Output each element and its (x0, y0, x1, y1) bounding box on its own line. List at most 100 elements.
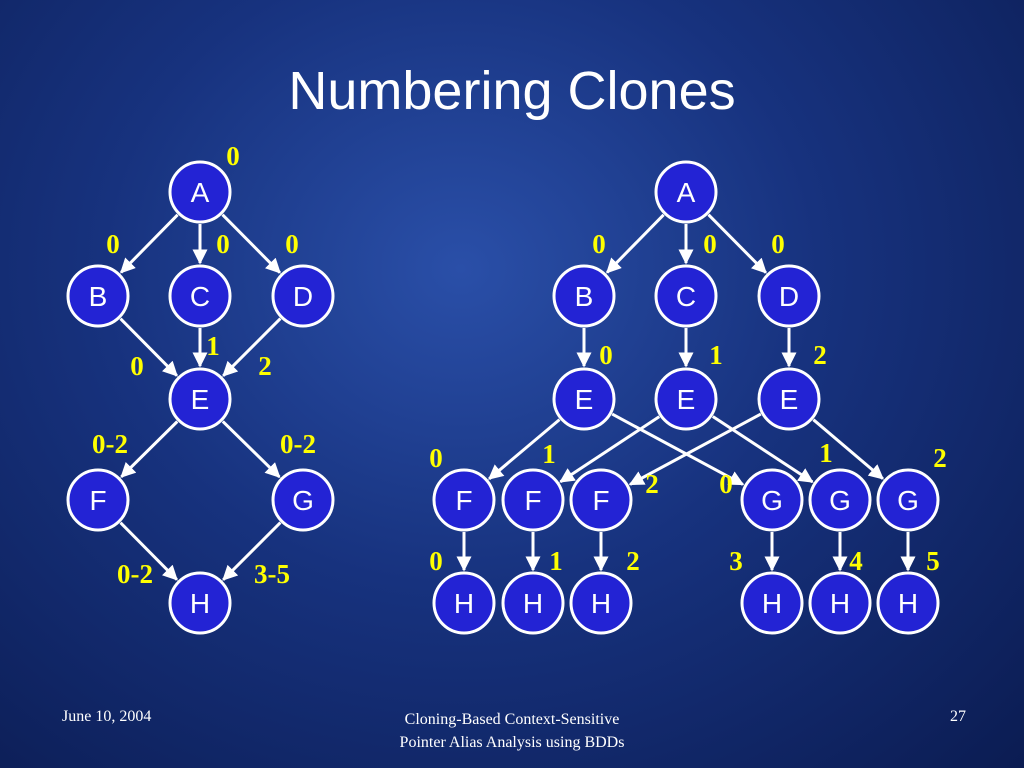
node-label: C (676, 281, 696, 312)
node-label: H (762, 588, 782, 619)
edge-e2-to-g2 (711, 415, 814, 484)
clone-number-label: 2 (626, 546, 640, 576)
node-f2: F (501, 468, 565, 532)
node-circle (876, 571, 940, 635)
clone-number-label: 1 (819, 438, 833, 468)
node-circle (740, 468, 804, 532)
clone-number-label: 1 (709, 340, 723, 370)
node-f1: F (432, 468, 496, 532)
node-label: F (455, 485, 472, 516)
node-h5: H (808, 571, 872, 635)
clone-number-label: 4 (849, 546, 863, 576)
node-c: C (168, 264, 232, 328)
node-circle (552, 264, 616, 328)
clone-number-label: 0 (719, 469, 733, 499)
node-circle (168, 367, 232, 431)
clone-number-label: 0-2 (117, 559, 153, 589)
node-label: D (779, 281, 799, 312)
clone-number-label: 1 (549, 546, 563, 576)
node-g2: G (808, 468, 872, 532)
clone-number-label: 0 (429, 546, 443, 576)
node-f: F (66, 468, 130, 532)
node-label: H (898, 588, 918, 619)
node-a: A (168, 160, 232, 224)
clone-number-label: 2 (258, 351, 272, 381)
node-label: A (191, 177, 210, 208)
edge-g-to-h (222, 521, 282, 581)
footer-title-line-1: Cloning-Based Context-Sensitive (404, 711, 620, 728)
node-circle (740, 571, 804, 635)
clone-number-label: 0-2 (92, 429, 128, 459)
node-circle (271, 468, 335, 532)
clone-number-label: 0 (703, 229, 717, 259)
node-e2: E (654, 367, 718, 431)
node-label: E (780, 384, 799, 415)
node-circle (168, 264, 232, 328)
node-circle (66, 264, 130, 328)
edge-a-to-d (221, 213, 281, 274)
node-d: D (757, 264, 821, 328)
node-label: E (677, 384, 696, 415)
clone-number-label: 1 (542, 439, 556, 469)
node-circle (552, 367, 616, 431)
edge-e-to-f (120, 420, 179, 478)
node-circle (501, 571, 565, 635)
node-g: G (271, 468, 335, 532)
node-label: H (830, 588, 850, 619)
node-label: G (292, 485, 314, 516)
edge-a-to-b (606, 213, 665, 274)
node-g1: G (740, 468, 804, 532)
node-h3: H (569, 571, 633, 635)
node-circle (501, 468, 565, 532)
clone-number-label: 0 (226, 141, 240, 171)
node-label: H (591, 588, 611, 619)
clone-number-label: 0 (130, 351, 144, 381)
node-circle (168, 160, 232, 224)
clone-number-label: 0 (285, 229, 299, 259)
node-label: D (293, 281, 313, 312)
node-circle (569, 571, 633, 635)
node-a: A (654, 160, 718, 224)
node-h6: H (876, 571, 940, 635)
node-label: G (897, 485, 919, 516)
node-h2: H (501, 571, 565, 635)
node-b: B (66, 264, 130, 328)
clone-number-label: 0-2 (280, 429, 316, 459)
node-circle (168, 571, 232, 635)
footer-title: Cloning-Based Context-Sensitive Pointer … (312, 708, 712, 754)
clone-number-label: 2 (813, 340, 827, 370)
node-circle (808, 468, 872, 532)
node-circle (271, 264, 335, 328)
right-graph-edges (456, 213, 916, 572)
edge-e-to-g (221, 420, 281, 478)
node-e3: E (757, 367, 821, 431)
node-g3: G (876, 468, 940, 532)
node-label: E (191, 384, 210, 415)
clone-number-label: 0 (599, 340, 613, 370)
edge-a-to-b (120, 213, 179, 274)
node-d: D (271, 264, 335, 328)
clone-number-label: 0 (771, 229, 785, 259)
node-circle (876, 468, 940, 532)
node-h4: H (740, 571, 804, 635)
node-circle (66, 468, 130, 532)
node-label: E (575, 384, 594, 415)
node-circle (808, 571, 872, 635)
node-label: B (89, 281, 108, 312)
clone-number-label: 0 (106, 229, 120, 259)
left-graph-edges (119, 213, 282, 581)
edge-d-to-e (222, 317, 282, 377)
edge-e1-to-g1 (611, 412, 745, 486)
node-circle (569, 468, 633, 532)
node-circle (757, 367, 821, 431)
node-e: E (168, 367, 232, 431)
edge-e3-to-f3 (628, 412, 762, 486)
node-circle (654, 264, 718, 328)
node-label: G (829, 485, 851, 516)
slide-title: Numbering Clones (288, 61, 736, 121)
footer-date: June 10, 2004 (62, 708, 152, 725)
